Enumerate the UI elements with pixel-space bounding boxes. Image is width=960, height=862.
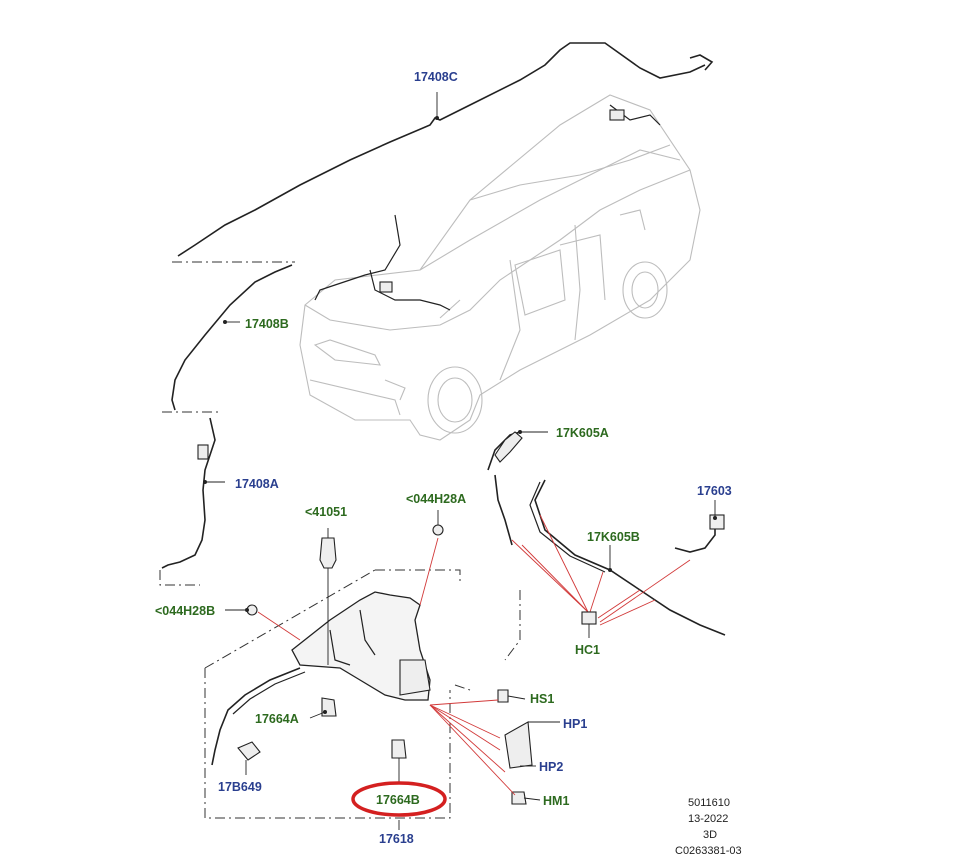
washer-hose-mid: [171, 264, 293, 411]
washer-tubes-right: [487, 431, 726, 636]
label-17664A: 17664A: [255, 712, 299, 726]
label-HS1: HS1: [530, 692, 554, 706]
meta-line-2: 13-2022: [688, 813, 728, 825]
label-17K605B: 17K605B: [587, 530, 640, 544]
leader-lines-reservoir: [257, 537, 516, 796]
vehicle-outline: [299, 94, 701, 441]
label-17664B: 17664B: [376, 793, 420, 807]
label-leaders: [203, 92, 717, 719]
meta-line-4: C0263381-03: [675, 845, 742, 857]
label-HM1: HM1: [543, 794, 569, 808]
meta-line-3: 3D: [703, 829, 717, 841]
leader-lines-right: [511, 514, 691, 626]
highlight-ellipse: [351, 781, 447, 817]
meta-line-1: 5011610: [688, 797, 730, 809]
reservoir-assembly: [204, 510, 560, 830]
label-17408A: 17408A: [235, 477, 279, 491]
hose-connector-icon: [197, 444, 209, 460]
washer-hose-top: [177, 42, 714, 311]
label-17603: 17603: [697, 484, 732, 498]
label-17408B: 17408B: [245, 317, 289, 331]
clip-hc1-icon: [581, 611, 597, 638]
label-41051: <41051: [305, 505, 347, 519]
washer-hose-lower: [161, 417, 216, 569]
label-17618: 17618: [379, 832, 414, 846]
label-HP2: HP2: [539, 760, 563, 774]
label-17408C: 17408C: [414, 70, 458, 84]
label-044H28A: <044H28A: [406, 492, 466, 506]
label-HC1: HC1: [575, 643, 600, 657]
connector-guides: [159, 261, 521, 691]
label-17B649: 17B649: [218, 780, 262, 794]
label-044H28B: <044H28B: [155, 604, 215, 618]
label-HP1: HP1: [563, 717, 587, 731]
label-17K605A: 17K605A: [556, 426, 609, 440]
